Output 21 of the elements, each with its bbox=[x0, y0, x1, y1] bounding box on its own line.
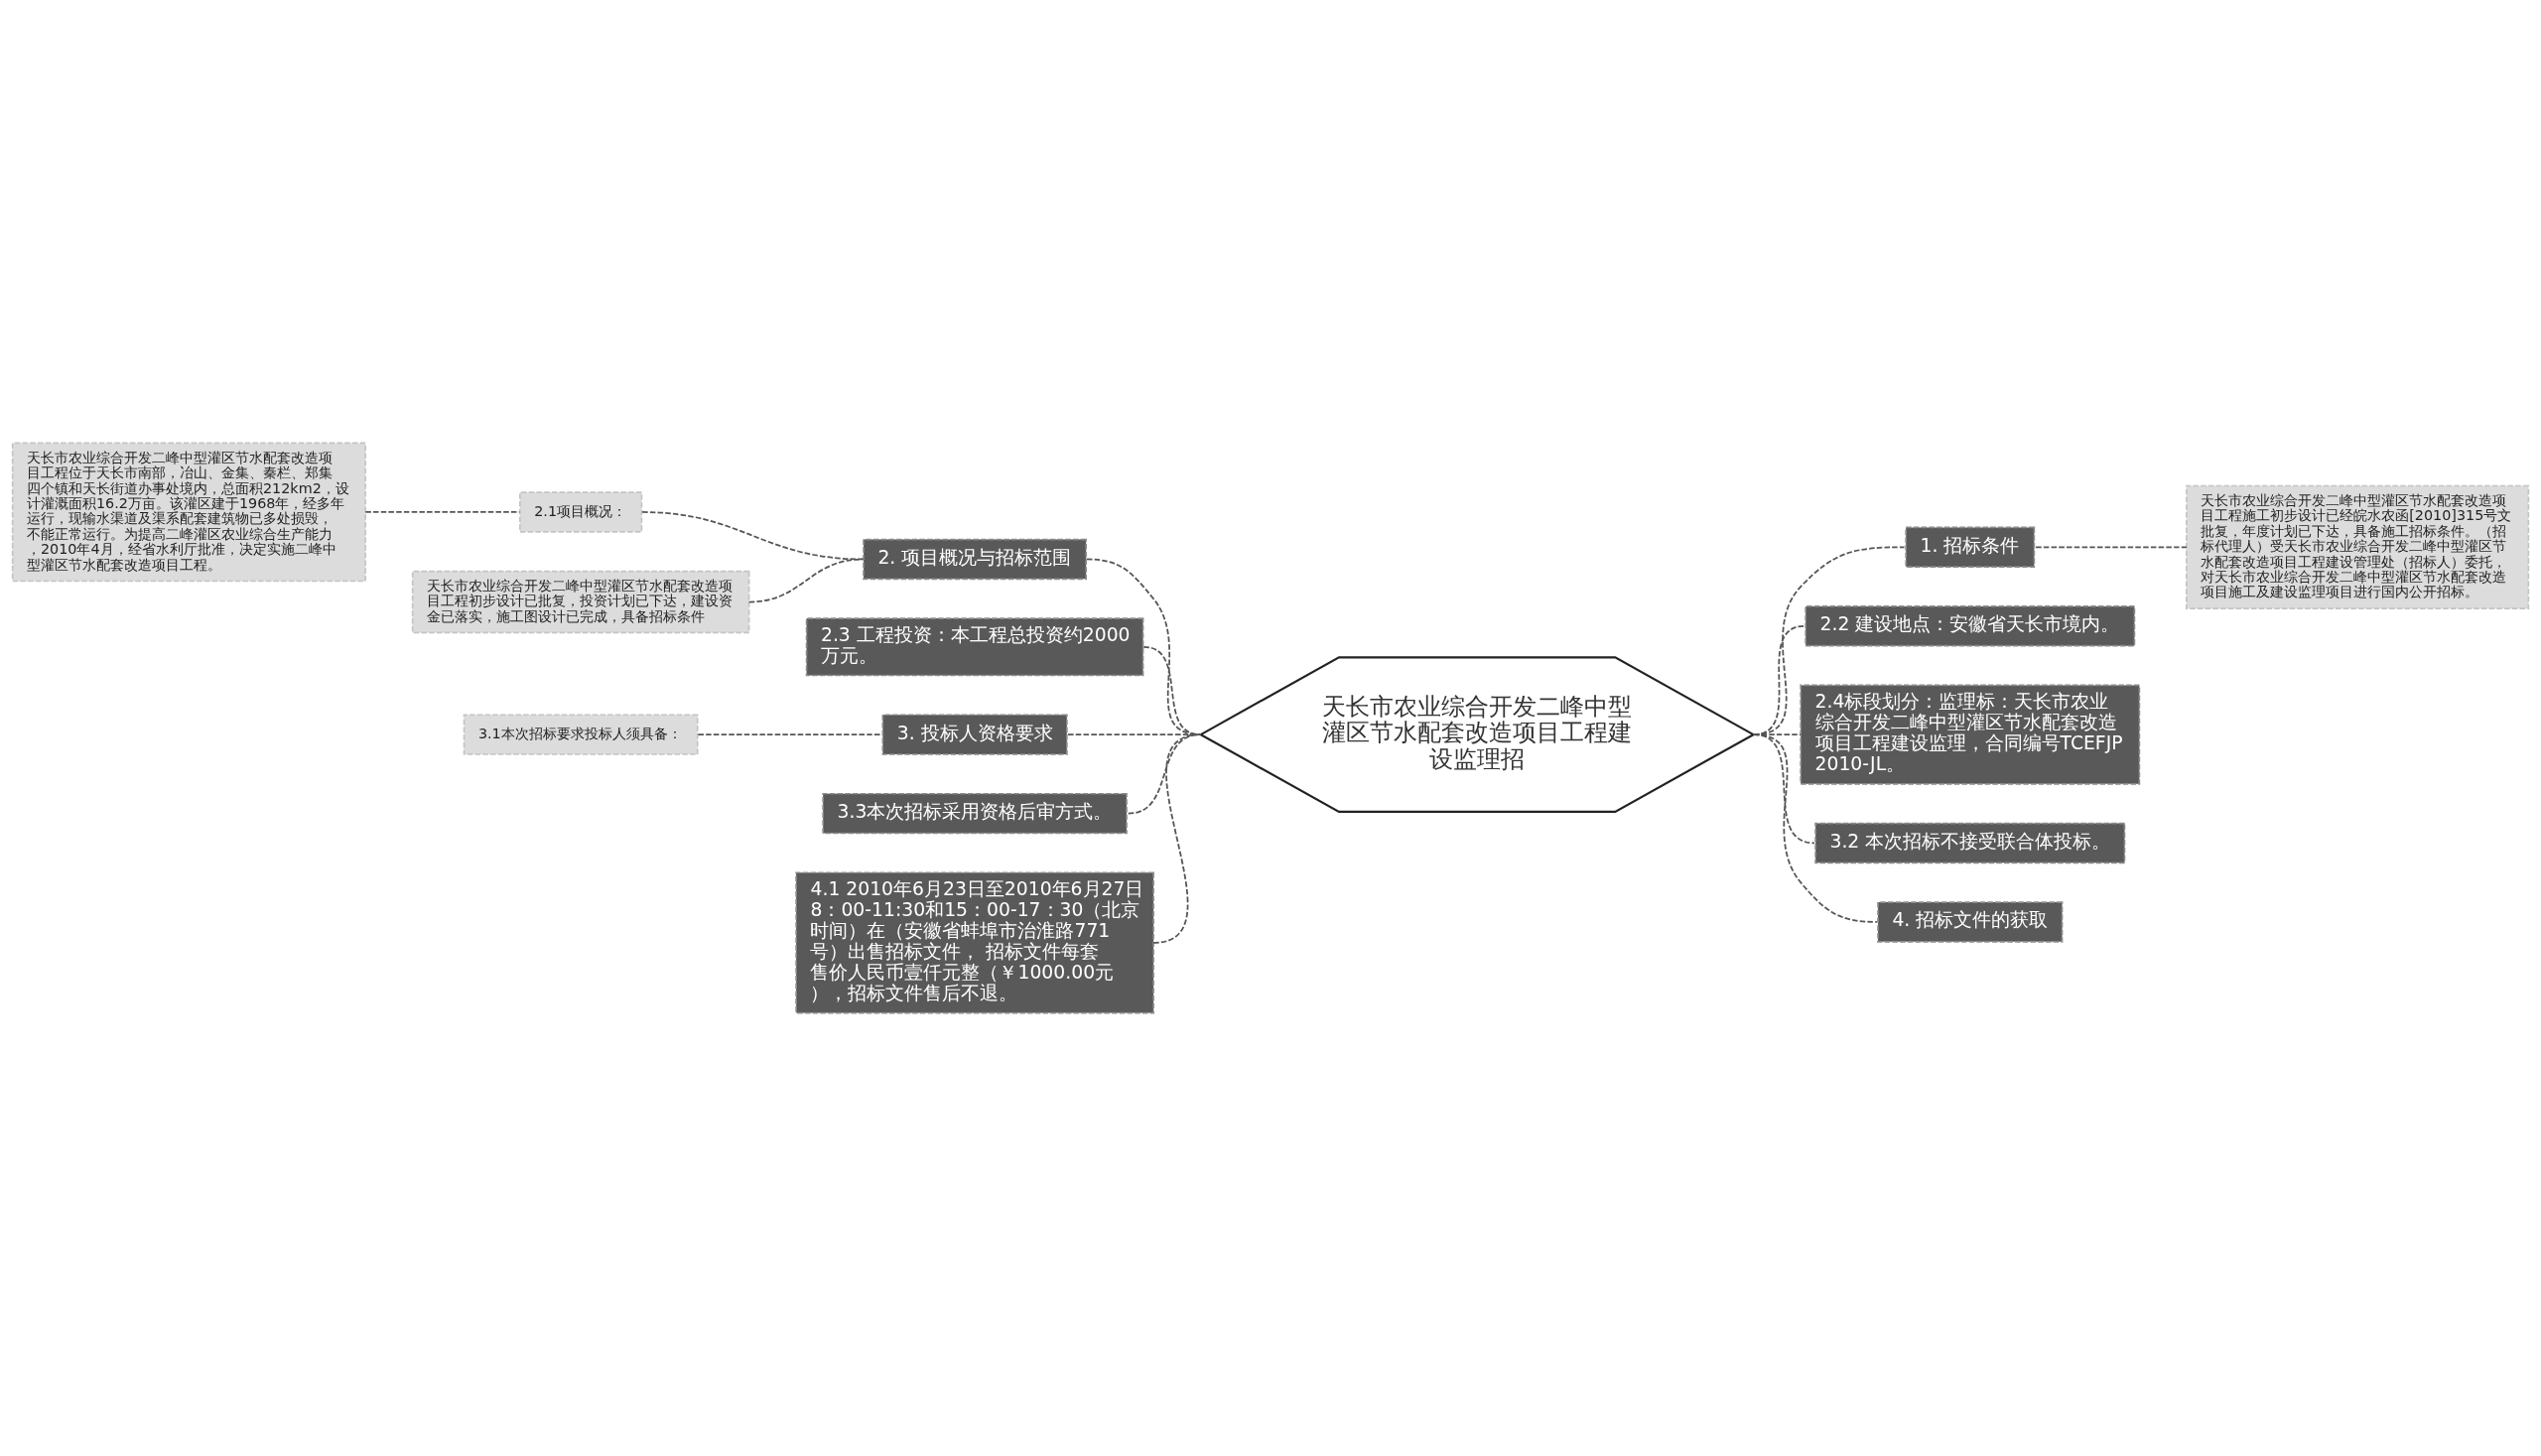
connector bbox=[1752, 733, 1878, 923]
node-box: 3.2 本次招标不接受联合体投标。 bbox=[1814, 822, 2126, 864]
connector bbox=[697, 733, 883, 735]
connector bbox=[641, 511, 865, 561]
node-box: 4. 招标文件的获取 bbox=[1877, 901, 2064, 943]
connector bbox=[2035, 546, 2188, 549]
node-box: 2.1项目概况： bbox=[519, 491, 643, 533]
node-box: 3. 投标人资格要求 bbox=[881, 714, 1068, 755]
node-box: 2. 项目概况与招标范围 bbox=[863, 538, 1087, 581]
node-box: 2.4标段划分：监理标：天长市农业综合开发二峰中型灌区节水配套改造项目工程建设监理，合同编号TCEFJP2010-JL。 bbox=[1800, 684, 2141, 785]
node-box: 天长市农业综合开发二峰中型灌区节水配套改造项目工程位于天长市南部，冶山、金集、秦栏、郑集四个镇和天长街道办事处境内，总面积212km2，设计灌溉面积16.2万亩。该灌区建于1968年，经多年运行，现输水渠道及渠系配套建筑物已多处损毁，不能正常运行。为提高二峰灌区农业综合生产能力，2010年4月，经省水利厅批准，决定实施二峰中型灌区节水配套改造项目工程。 bbox=[11, 442, 366, 583]
connector bbox=[1152, 733, 1202, 944]
node-box: 1. 招标条件 bbox=[1905, 526, 2036, 569]
node-box: 天长市农业综合开发二峰中型灌区节水配套改造项目工程施工初步设计已经皖水农函[2010]315号文批复，年度计划已下达，具备施工招标条件。（招标代理人）受天长市农业综合开发二峰中型灌区节水配套改造项目工程建设管理处（招标人）委托，对天长市农业综合开发二峰中型灌区节水配套改造项目施工及建设监理项目进行国内公开招标。 bbox=[2186, 484, 2530, 609]
node-box: 3.1本次招标要求投标人须具备： bbox=[463, 714, 699, 755]
node-box: 天长市农业综合开发二峰中型灌区节水配套改造项目工程初步设计已批复，投资计划已下达，建设资金已落实，施工图设计已完成，具备招标条件 bbox=[411, 570, 750, 634]
node-box: 2.3 工程投资：本工程总投资约2000万元。 bbox=[805, 617, 1144, 677]
node-box: 3.3本次招标采用资格后审方式。 bbox=[822, 792, 1128, 835]
connector bbox=[747, 558, 865, 603]
node-box: 4.1 2010年6月23日至2010年6月27日8：00-11:30和15：00-17：30（北京时间）在（安徽省蚌埠市治淮路771号）出售招标文件， 招标文件每套售价人民币壹仟元整（￥1000.00元），招标文件售后不退。 bbox=[795, 871, 1154, 1014]
node-box: 2.2 建设地点：安徽省天长市境内。 bbox=[1805, 605, 2136, 647]
